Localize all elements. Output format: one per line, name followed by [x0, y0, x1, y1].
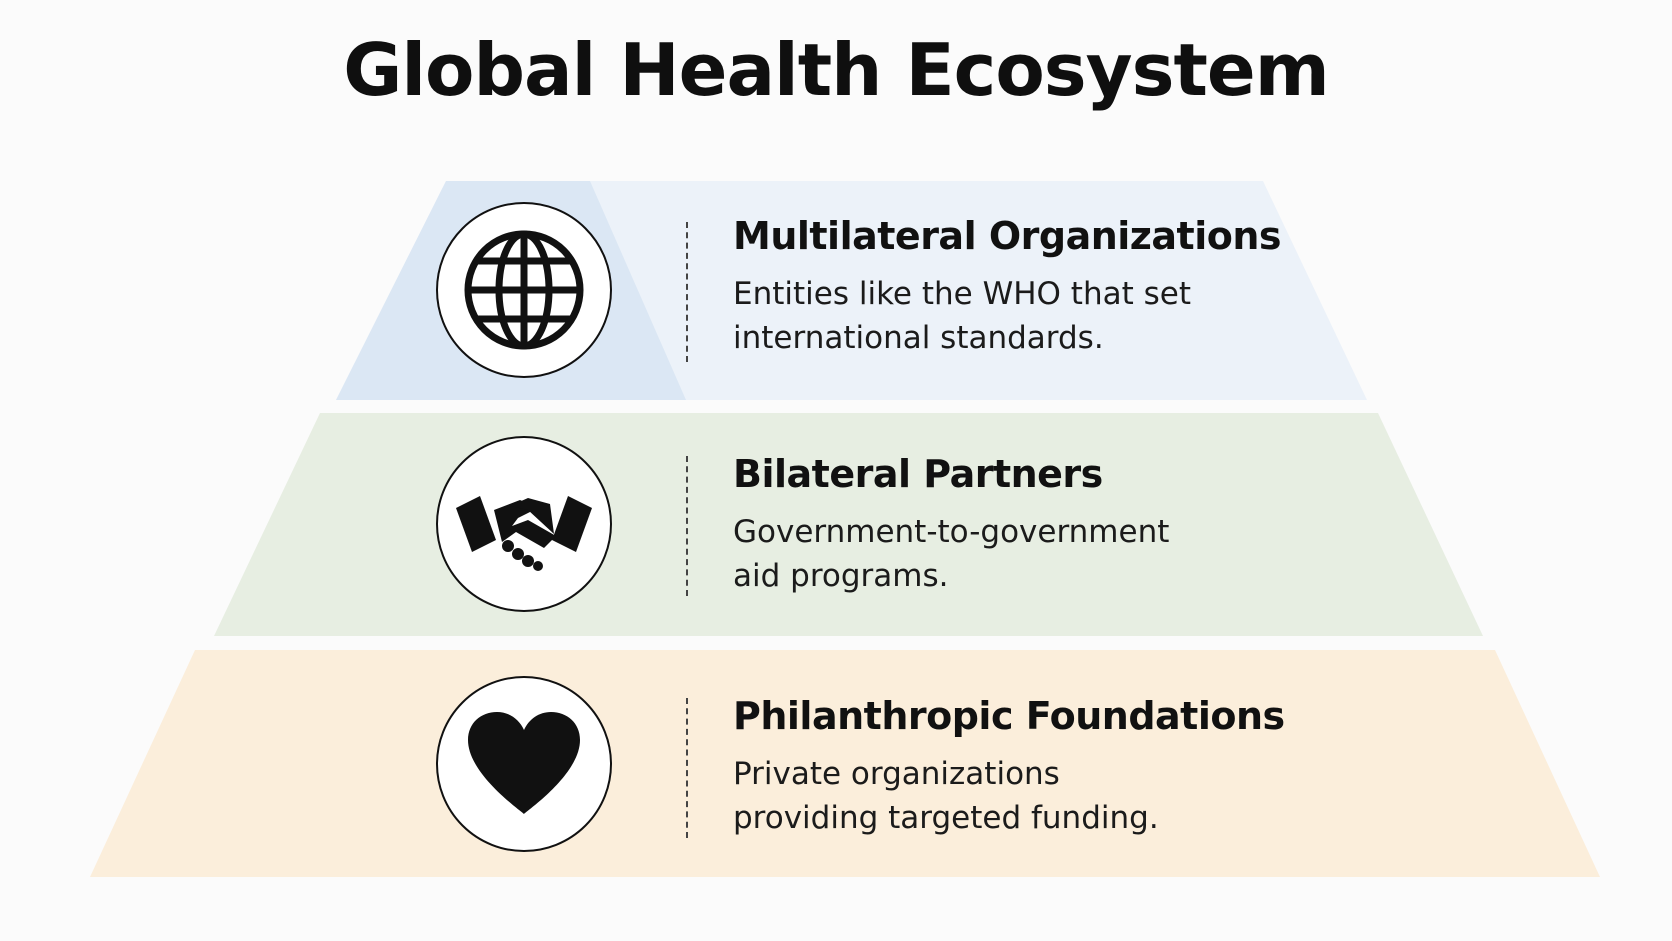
tier-1-description: Entities like the WHO that set internati…: [733, 276, 1191, 356]
globe-icon: [464, 230, 584, 350]
tier-1-icon-badge: [436, 202, 612, 378]
tier-2-divider: [686, 456, 688, 596]
tier-3-text: Philanthropic Foundations Private organi…: [733, 694, 1553, 840]
tier-3-description: Private organizations providing targeted…: [733, 756, 1159, 836]
diagram-title: Global Health Ecosystem: [343, 28, 1329, 112]
tier-1-text: Multilateral Organizations Entities like…: [733, 214, 1553, 360]
tier-2-description: Government-to-government aid programs.: [733, 514, 1170, 594]
tier-2-icon-badge: [436, 436, 612, 612]
tier-1-divider: [686, 222, 688, 362]
tier-3-icon-badge: [436, 676, 612, 852]
heart-icon: [468, 712, 580, 814]
tier-2-text: Bilateral Partners Government-to-governm…: [733, 452, 1553, 598]
tier-1-heading: Multilateral Organizations: [733, 214, 1282, 258]
tier-3-divider: [686, 698, 688, 838]
tier-2-heading: Bilateral Partners: [733, 452, 1103, 496]
handshake-icon: [456, 496, 592, 571]
tier-3-heading: Philanthropic Foundations: [733, 694, 1285, 738]
